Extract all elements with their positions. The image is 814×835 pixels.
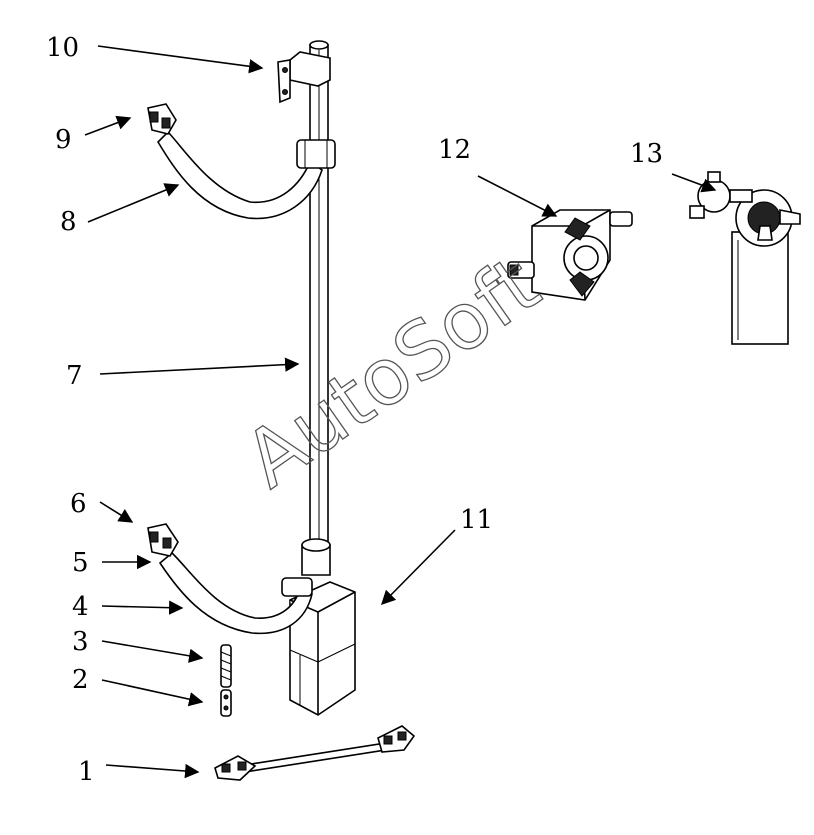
part-13-valve-plate (689, 171, 801, 345)
callout-7: 7 (66, 361, 83, 391)
part-4-lower-hose (158, 551, 313, 635)
part-8-upper-hose (156, 130, 336, 220)
leader-7 (99, 357, 300, 375)
leader-9 (84, 115, 132, 136)
leader-10 (97, 45, 264, 74)
leader-3 (101, 640, 204, 663)
part-2-pin (220, 689, 232, 717)
leader-lines (84, 45, 717, 779)
callout-10: 10 (46, 33, 79, 63)
callout-8: 8 (60, 207, 77, 237)
callout-5: 5 (72, 548, 89, 578)
watermark: AutoSoft (229, 240, 555, 506)
part-3-spring (220, 644, 232, 688)
callout-3: 3 (72, 627, 89, 657)
part-6-lower-fitting (147, 523, 179, 557)
callout-11: 11 (460, 505, 493, 535)
leader-1 (105, 763, 200, 779)
callout-1: 1 (78, 757, 95, 787)
callout-13: 13 (630, 139, 663, 169)
part-7-mast-pipe (309, 40, 329, 566)
leader-4 (101, 600, 184, 615)
part-1-rod (214, 725, 416, 781)
leader-12 (477, 175, 558, 217)
leader-13 (671, 173, 717, 193)
part-12-clamp-block (507, 209, 633, 301)
part-10-top-bracket (277, 51, 331, 104)
callout-12: 12 (438, 135, 471, 165)
callout-6: 6 (70, 489, 87, 519)
callout-4: 4 (72, 592, 89, 622)
callout-9: 9 (55, 125, 72, 155)
leader-8 (87, 183, 180, 223)
part-9-upper-fitting (147, 103, 177, 135)
leader-11 (380, 529, 456, 606)
part-11-housing (289, 538, 356, 716)
callout-2: 2 (72, 665, 89, 695)
callout-labels: 10 9 8 7 6 5 4 3 2 1 11 12 13 (46, 33, 663, 787)
leader-6 (99, 501, 134, 523)
leader-2 (101, 679, 204, 707)
